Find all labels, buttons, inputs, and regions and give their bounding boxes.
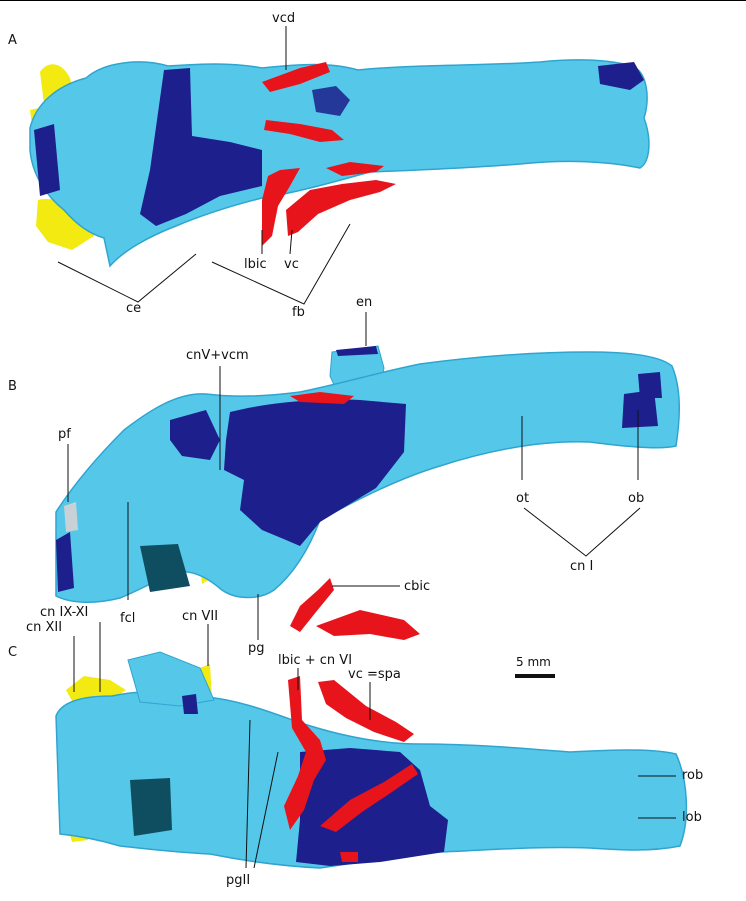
label-en: en <box>356 295 373 310</box>
vessel-c-lower <box>320 764 418 832</box>
vessel-a-mid <box>264 120 344 142</box>
label-cn-i: cn I <box>570 559 594 574</box>
endocast-b <box>224 399 406 546</box>
label-ce: ce <box>126 301 142 316</box>
vcd-vessel <box>262 62 330 92</box>
label-vc-spa: vc =spa <box>348 667 401 682</box>
vc-vessel-a <box>286 180 396 236</box>
olfactory-b <box>622 390 658 428</box>
vessel-c-bottom <box>340 852 358 862</box>
pf-grey <box>64 502 78 532</box>
label-fb: fb <box>292 305 305 320</box>
panel-letter-b: B <box>8 379 17 394</box>
en-cap <box>336 346 378 356</box>
scale-bar <box>515 674 555 678</box>
label-cn-xii: cn XII <box>26 620 63 635</box>
label-ot: ot <box>516 491 530 506</box>
endocast-b-left <box>170 410 220 460</box>
panel-c-model <box>55 651 688 869</box>
label-vcd: vcd <box>272 11 296 26</box>
panel-c-leaders <box>73 622 676 869</box>
label-pgii: pgII <box>226 873 251 888</box>
label-fcl: fcl <box>120 611 136 626</box>
olfactory-b-top <box>638 372 662 398</box>
panel-letter-c: C <box>8 645 18 660</box>
scale-bar-label: 5 mm <box>516 655 551 669</box>
endocast-b-post <box>56 532 74 592</box>
label-lbic-cn-vi: lbic + cn VI <box>278 653 353 668</box>
endocast-c-dark <box>130 778 172 836</box>
endocast-c-bump <box>182 694 198 714</box>
label-lob: lob <box>682 810 702 825</box>
label-lbic-a: lbic <box>244 257 267 272</box>
endocast-a-posterior <box>34 124 60 196</box>
label-pg: pg <box>248 641 265 656</box>
label-cn-vii: cn VII <box>182 609 219 624</box>
label-vc-a: vc <box>284 257 299 272</box>
label-cnv-vcm: cnV+vcm <box>186 348 249 363</box>
panel-b-model <box>55 345 680 640</box>
panel-a-leaders <box>57 26 351 305</box>
label-pf: pf <box>58 427 71 442</box>
vessel-b-lower <box>316 610 420 640</box>
cbic-vessel <box>290 578 334 632</box>
pituitary-a <box>312 86 350 116</box>
panel-letter-a: A <box>8 33 17 48</box>
label-rob: rob <box>682 768 704 783</box>
endocast-b-dark <box>140 544 190 592</box>
lbic-cn-vi-vessel <box>284 676 326 830</box>
endocast-a <box>140 68 262 226</box>
vc-spa-vessel <box>318 680 414 742</box>
lbic-vessel-a <box>262 168 300 246</box>
olfactory-tip-a <box>598 62 644 90</box>
label-cbic: cbic <box>404 579 431 594</box>
label-ob: ob <box>628 491 645 506</box>
panel-b-leaders <box>67 312 641 640</box>
vessel-b-top <box>290 392 354 404</box>
bone-c-top <box>127 651 215 707</box>
vc-vessel-a-top <box>326 162 384 176</box>
label-cn-ix-xi: cn IX-XI <box>40 605 89 620</box>
top-rule <box>0 0 746 1</box>
panel-a-model <box>29 59 650 268</box>
